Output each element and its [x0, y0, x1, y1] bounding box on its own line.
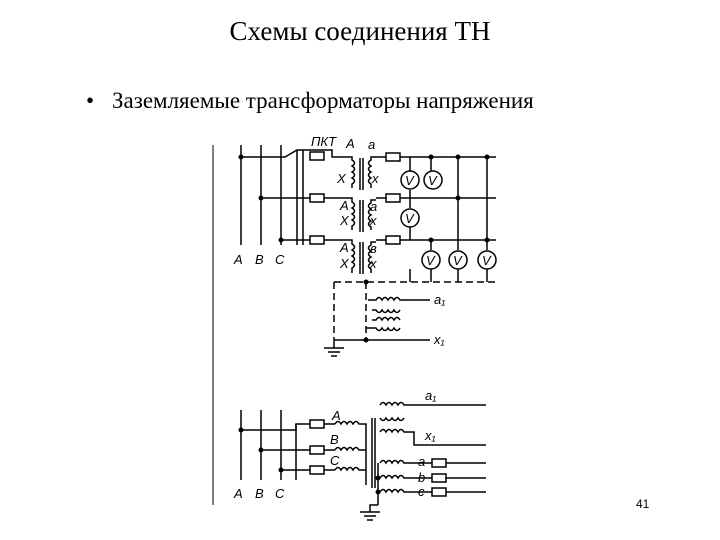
svg-text:V: V — [426, 253, 436, 268]
bullet-marker: • — [86, 88, 95, 113]
top-diagram: A B C ПКТ A X A X A X a x a x в — [212, 134, 497, 505]
svg-text:C: C — [330, 453, 340, 468]
fuse-12 — [431, 487, 447, 497]
svg-text:B: B — [330, 432, 339, 447]
svg-text:в: в — [370, 241, 377, 256]
page-number: 41 — [636, 497, 650, 511]
voltmeter-6: V — [477, 250, 497, 270]
fuse-label: ПКТ — [311, 134, 337, 149]
fuse-7 — [309, 419, 325, 429]
primary-winding-2 — [345, 197, 356, 230]
svg-text:V: V — [453, 253, 463, 268]
svg-text:V: V — [482, 253, 492, 268]
top-phase-label-b: B — [255, 252, 264, 267]
svg-text:a: a — [370, 199, 377, 214]
fuse-11 — [431, 473, 447, 483]
bottom-phase-label-c: C — [275, 486, 285, 501]
ground-symbol-bottom — [360, 511, 380, 521]
svg-text:A: A — [339, 198, 349, 213]
fuse-3 — [309, 235, 325, 245]
ground-symbol-top — [324, 340, 344, 357]
svg-text:c: c — [418, 484, 425, 499]
svg-text:x: x — [371, 171, 379, 186]
fuse-8 — [309, 445, 325, 455]
svg-text:A: A — [331, 408, 341, 423]
voltmeter-2: V — [423, 170, 443, 190]
svg-text:b: b — [418, 470, 425, 485]
svg-text:A: A — [345, 136, 355, 151]
svg-text:X: X — [336, 171, 347, 186]
svg-text:a: a — [368, 137, 375, 152]
fuse-2 — [309, 193, 325, 203]
svg-text:X: X — [339, 256, 350, 271]
bottom-diagram: A B C A B C a₁ x₁ a b c — [233, 388, 486, 521]
fuse-5 — [385, 193, 401, 203]
top-phase-label-a: A — [233, 252, 243, 267]
bottom-phase-label-b: B — [255, 486, 264, 501]
bottom-aux-terminal-a1: a₁ — [425, 388, 436, 403]
svg-text:x: x — [369, 213, 377, 228]
svg-text:V: V — [405, 173, 415, 188]
voltmeter-4: V — [421, 250, 441, 270]
svg-text:a: a — [418, 454, 425, 469]
voltmeter-1: V — [400, 170, 420, 190]
svg-text:V: V — [428, 173, 438, 188]
fuse-6 — [385, 235, 401, 245]
voltmeter-5: V — [448, 250, 468, 270]
top-aux-terminal-x1: x₁ — [433, 332, 445, 347]
voltmeter-3: V — [400, 208, 420, 228]
bullet-item: • Заземляемые трансформаторы напряжения — [86, 88, 534, 114]
bottom-phase-label-a: A — [233, 486, 243, 501]
primary-winding-1 — [345, 156, 356, 188]
fuse-1 — [309, 151, 325, 161]
primary-winding-3 — [345, 239, 356, 273]
fuse-10 — [431, 458, 447, 468]
fuse-4 — [385, 152, 401, 162]
bullet-text: Заземляемые трансформаторы напряжения — [112, 88, 534, 113]
secondary-winding-3 — [367, 241, 376, 273]
svg-text:A: A — [339, 240, 349, 255]
top-phase-label-c: C — [275, 252, 285, 267]
bottom-aux-terminal-x1: x₁ — [424, 428, 436, 443]
fuse-9 — [309, 465, 325, 475]
svg-text:x: x — [369, 256, 377, 271]
top-aux-terminal-a1: a₁ — [434, 292, 445, 307]
secondary-winding-2 — [367, 199, 376, 230]
svg-text:V: V — [405, 211, 415, 226]
slide-title: Схемы соединения ТН — [229, 16, 491, 46]
svg-text:X: X — [339, 213, 350, 228]
secondary-winding-1 — [367, 156, 376, 188]
